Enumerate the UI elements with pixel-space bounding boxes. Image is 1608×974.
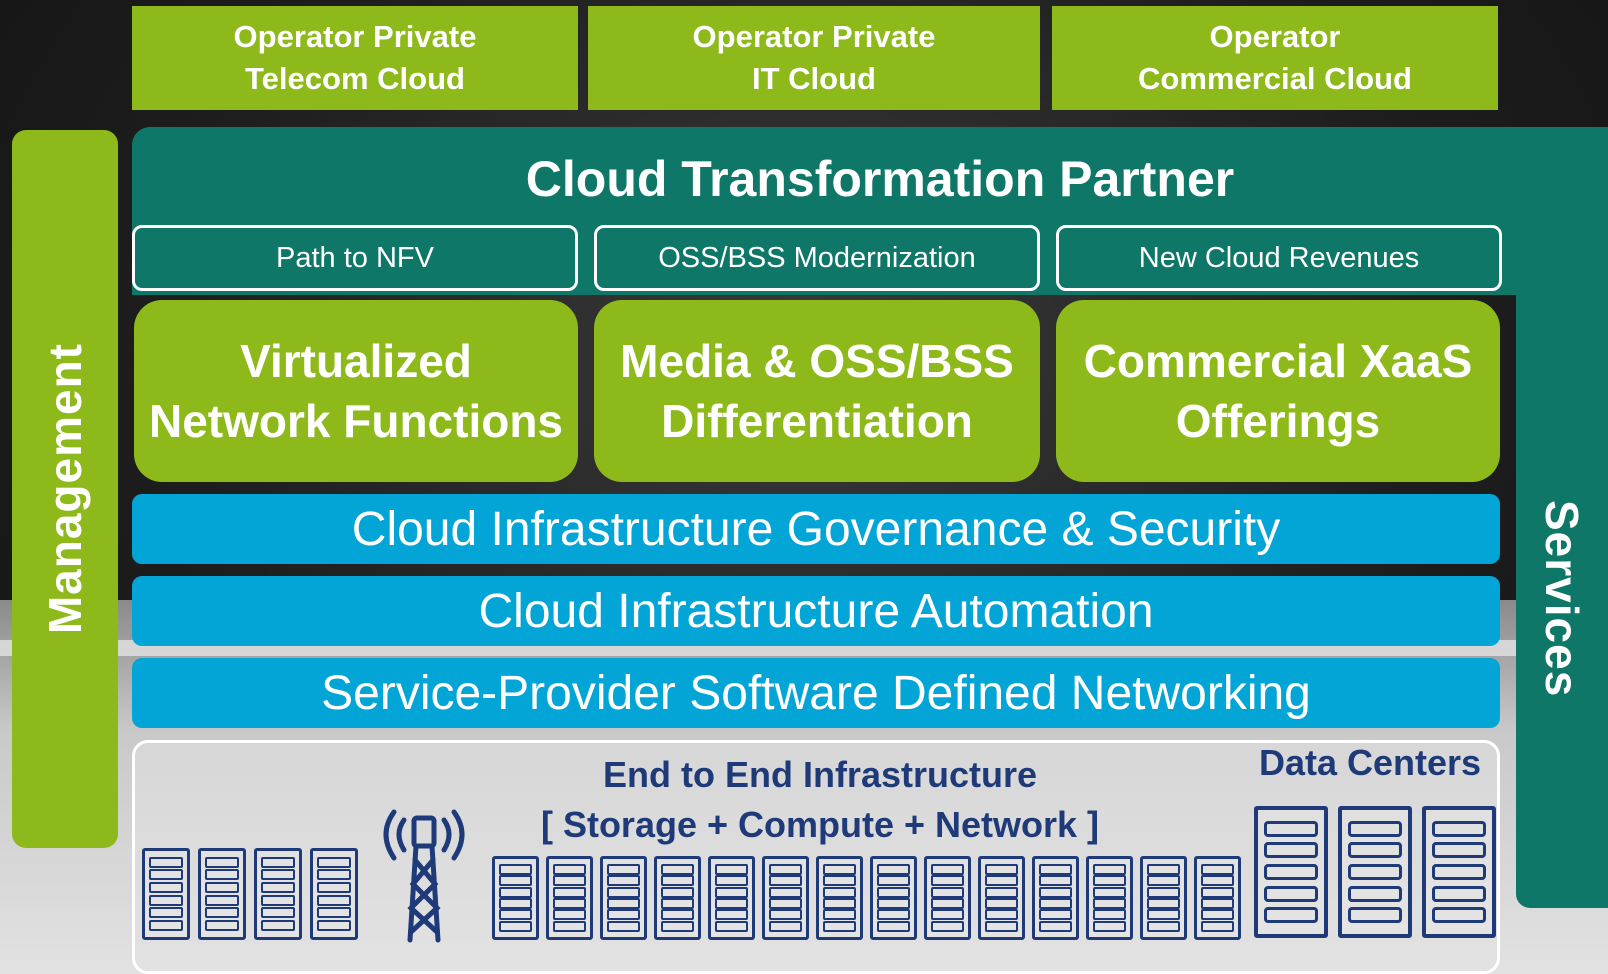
offering-xaas: Commercial XaaS Offerings (1056, 300, 1500, 482)
server-rack-icon (978, 856, 1025, 940)
server-rack-icon (198, 848, 246, 940)
top-cloud-it: Operator Private IT Cloud (588, 6, 1040, 110)
layer-automation: Cloud Infrastructure Automation (132, 576, 1500, 646)
path-label: OSS/BSS Modernization (658, 241, 976, 274)
top-cloud-label: Operator Private Telecom Cloud (233, 19, 477, 96)
top-cloud-telecom: Operator Private Telecom Cloud (132, 6, 578, 110)
management-label: Management (39, 343, 91, 635)
server-rack-icon (254, 848, 302, 940)
infrastructure-title: End to End Infrastructure [ Storage + Co… (540, 754, 1100, 845)
partner-title: Cloud Transformation Partner (525, 151, 1235, 207)
top-cloud-label: Operator Private IT Cloud (692, 19, 936, 96)
server-rack-icon (1422, 806, 1496, 938)
server-rack-icon (310, 848, 358, 940)
data-centers-label: Data Centers (1258, 742, 1482, 783)
edge-servers (142, 848, 358, 940)
data-center-servers (1254, 806, 1496, 938)
services-label: Services (1536, 500, 1588, 698)
infrastructure-servers (492, 856, 1241, 940)
top-cloud-commercial: Operator Commercial Cloud (1052, 6, 1498, 110)
server-rack-icon (1338, 806, 1412, 938)
offering-label: Media & OSS/BSS Differentiation (620, 335, 1014, 447)
offering-vnf: Virtualized Network Functions (134, 300, 578, 482)
layer-label: Cloud Infrastructure Governance & Securi… (351, 502, 1281, 556)
server-rack-icon (816, 856, 863, 940)
layer-sdn: Service-Provider Software Defined Networ… (132, 658, 1500, 728)
management-column: Management (12, 130, 118, 848)
layer-governance: Cloud Infrastructure Governance & Securi… (132, 494, 1500, 564)
offering-media: Media & OSS/BSS Differentiation (594, 300, 1040, 482)
path-label: New Cloud Revenues (1138, 241, 1420, 274)
server-rack-icon (546, 856, 593, 940)
services-column: Services (1516, 290, 1608, 908)
server-rack-icon (492, 856, 539, 940)
offering-label: Commercial XaaS Offerings (1083, 335, 1473, 447)
server-rack-icon (600, 856, 647, 940)
server-rack-icon (870, 856, 917, 940)
server-rack-icon (654, 856, 701, 940)
server-rack-icon (708, 856, 755, 940)
layer-label: Service-Provider Software Defined Networ… (321, 666, 1311, 720)
server-rack-icon (1254, 806, 1328, 938)
top-cloud-label: Operator Commercial Cloud (1138, 19, 1412, 96)
path-oss-bss: OSS/BSS Modernization (594, 225, 1040, 291)
server-rack-icon (142, 848, 190, 940)
server-rack-icon (1086, 856, 1133, 940)
server-rack-icon (762, 856, 809, 940)
server-rack-icon (924, 856, 971, 940)
path-cloud-revenues: New Cloud Revenues (1056, 225, 1502, 291)
cell-tower-icon (383, 809, 465, 943)
layer-label: Cloud Infrastructure Automation (478, 584, 1154, 638)
path-to-nfv: Path to NFV (132, 225, 578, 291)
server-rack-icon (1032, 856, 1079, 940)
server-rack-icon (1194, 856, 1241, 940)
server-rack-icon (1140, 856, 1187, 940)
offering-label: Virtualized Network Functions (148, 335, 564, 447)
path-label: Path to NFV (276, 241, 434, 274)
